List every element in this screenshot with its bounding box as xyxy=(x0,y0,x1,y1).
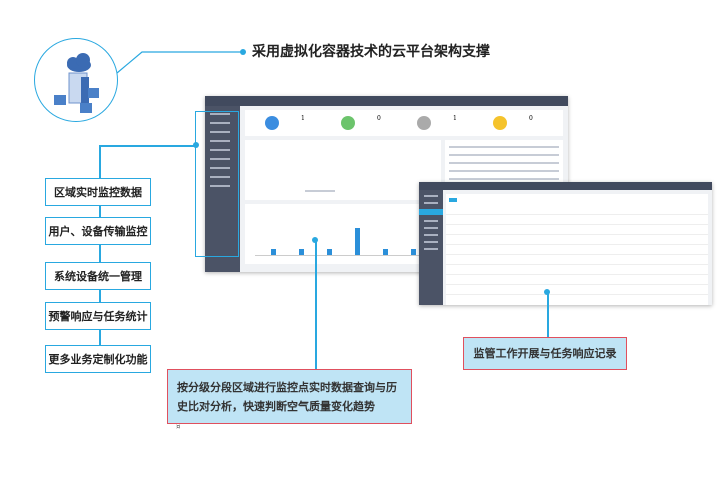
feature-realtime-monitoring: 区域实时监控数据 xyxy=(45,178,151,206)
feature-transmission-monitoring: 用户、设备传输监控 xyxy=(45,217,151,245)
page-title: 采用虚拟化容器技术的云平台架构支撑 xyxy=(252,44,490,60)
dashboard-screenshot: 1 0 1 0 xyxy=(205,96,568,272)
records-callout: 监管工作开展与任务响应记录 xyxy=(463,337,627,370)
stat-value: 0 xyxy=(529,115,533,122)
connector-dot xyxy=(240,49,246,55)
stat-value: 1 xyxy=(301,115,305,122)
sidebar-highlight xyxy=(195,111,239,257)
footnote-mark: ¤ xyxy=(176,423,181,431)
feature-device-management: 系统设备统一管理 xyxy=(45,262,151,290)
feature-alert-statistics: 预警响应与任务统计 xyxy=(45,302,151,330)
cloud-server-icon xyxy=(34,38,118,122)
analysis-callout: 按分级分段区域进行监控点实时数据查询与历史比对分析，快速判断空气质量变化趋势 xyxy=(167,369,412,424)
stat-value: 1 xyxy=(453,115,457,122)
stat-value: 0 xyxy=(377,115,381,122)
records-screenshot xyxy=(419,182,712,305)
feature-customization: 更多业务定制化功能 xyxy=(45,345,151,373)
